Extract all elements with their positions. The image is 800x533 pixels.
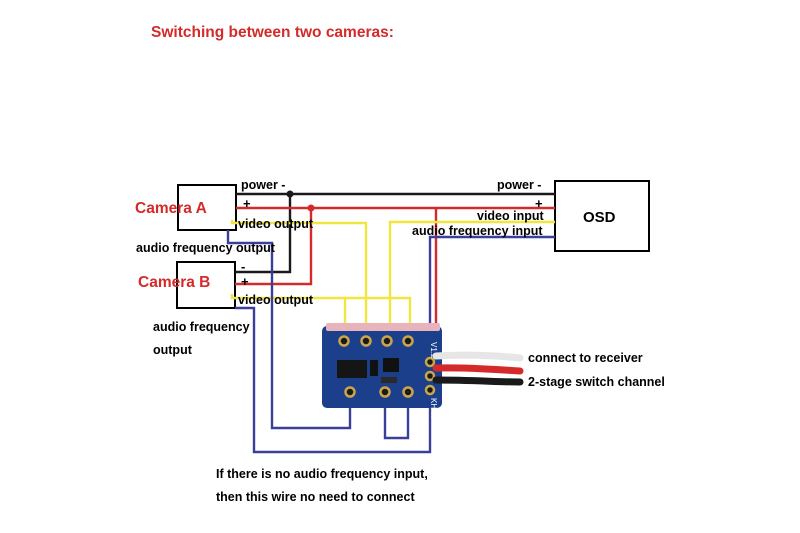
module-pin (379, 386, 391, 398)
audio-wires (226, 230, 555, 454)
module-component (370, 360, 378, 376)
video-wire-camera-a (230, 220, 368, 326)
module-pin (402, 335, 414, 347)
osd-audio-input-label: audio frequency input (412, 224, 543, 238)
camera-b-minus-label: - (241, 259, 246, 274)
camera-b-video-output-label: video output (238, 293, 313, 307)
video-wire-osd (388, 220, 555, 326)
module-pin (424, 370, 436, 382)
camera-a-label: Camera A (135, 200, 207, 217)
module-pin (424, 384, 436, 396)
plus-wires (235, 206, 555, 326)
module-pin (402, 386, 414, 398)
receiver-note-line2: 2-stage switch channel (528, 375, 665, 389)
plus-wire-camera-b (235, 208, 313, 286)
module-chip (337, 360, 367, 378)
audio-wire-camera-b (235, 306, 432, 454)
module-header-pink (326, 323, 440, 331)
module-component (381, 377, 397, 383)
camera-a-plus-label: + (243, 196, 251, 211)
power-wire-camera-b (235, 194, 292, 274)
module-version-mark: V1.2 (429, 342, 438, 359)
camera-a-audio-output-label: audio frequency output (136, 241, 275, 255)
audio-wire-camera-a (226, 230, 352, 430)
osd-power-label: power - (497, 178, 542, 192)
osd-box (554, 180, 650, 252)
receiver-cable-white (432, 351, 524, 362)
receiver-cable (432, 351, 524, 386)
camera-b-label: Camera B (138, 274, 211, 291)
receiver-cable-black (432, 376, 524, 386)
bottom-note-line1: If there is no audio frequency input, (216, 467, 428, 481)
plus-junction (307, 204, 315, 212)
module-pin (381, 335, 393, 347)
camera-b-plus-label: + (241, 274, 249, 289)
camera-b-audio-output-label-line2: output (153, 343, 192, 357)
video-wire-camera-b (230, 294, 347, 326)
power-junction (286, 190, 294, 198)
module-maker-mark: KH-W (429, 398, 438, 420)
video-wires (230, 220, 555, 326)
osd-plus-label: + (535, 196, 543, 211)
module-pin (338, 335, 350, 347)
camera-a-box (177, 184, 237, 231)
diagram-title: Switching between two cameras: (151, 24, 394, 41)
video-wire-extra (345, 296, 412, 326)
module-component (383, 358, 399, 372)
osd-label: OSD (583, 209, 616, 226)
camera-b-audio-output-label-line1: audio frequency (153, 320, 250, 334)
switch-module: V1.2 KH-W (322, 323, 442, 420)
receiver-cable-red (432, 364, 524, 375)
module-pin (360, 335, 372, 347)
module-pins-bottom (344, 386, 414, 398)
camera-a-video-output-label: video output (238, 217, 313, 231)
bottom-note-line2: then this wire no need to connect (216, 490, 415, 504)
module-pins-top (338, 335, 414, 347)
camera-a-power-label: power - (241, 178, 286, 192)
receiver-note-line1: connect to receiver (528, 351, 643, 365)
audio-wire-module-loop (383, 406, 410, 440)
camera-b-box (176, 261, 236, 309)
module-pin (344, 386, 356, 398)
module-pin (424, 356, 436, 368)
audio-wire-osd (428, 235, 555, 326)
osd-video-input-label: video input (477, 209, 544, 223)
module-pins-side (424, 356, 436, 396)
